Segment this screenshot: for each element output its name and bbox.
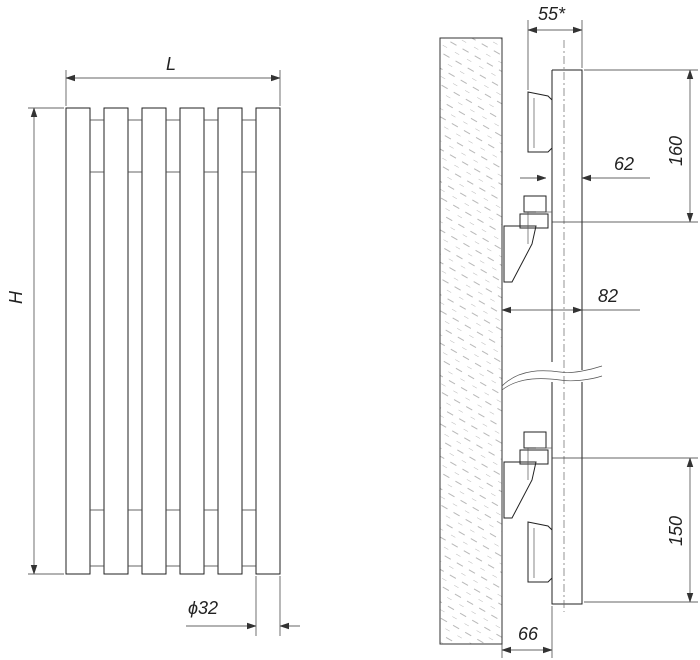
collector-bars: [65, 119, 277, 567]
height-dimension: H: [6, 108, 64, 574]
bottom-depth-dimension: 66: [502, 606, 552, 658]
bottom-depth-label: 66: [518, 624, 539, 644]
top-wall-bracket: [503, 195, 552, 283]
top-spacing-dimension: 160: [552, 70, 698, 222]
bottom-spacing-dimension: 150: [552, 458, 698, 602]
bracket-offset-label: 55*: [538, 4, 566, 24]
side-view: 55* 160 62 82 150: [439, 4, 698, 658]
front-view: L H ϕ32: [6, 54, 300, 636]
tube-3: [141, 107, 167, 575]
tube-6: [255, 107, 281, 575]
width-label: L: [166, 54, 176, 74]
vertical-tubes: [65, 107, 281, 575]
top-hook-bracket: [527, 91, 553, 153]
bottom-hook-bracket: [527, 521, 553, 583]
bottom-wall-bracket: [503, 431, 552, 519]
width-dimension: L: [66, 54, 280, 106]
height-label: H: [6, 290, 26, 304]
tube-1: [65, 107, 91, 575]
wall-clearance-label: 82: [598, 286, 618, 306]
top-spacing-label: 160: [666, 136, 686, 166]
bracket-depth-dimension: 62: [520, 154, 650, 178]
tube-4: [179, 107, 205, 575]
bracket-depth-label: 62: [614, 154, 634, 174]
tube-diameter-label: ϕ32: [188, 598, 218, 618]
tube-5: [217, 107, 243, 575]
tube-2: [103, 107, 129, 575]
wall-clearance-dimension: 82: [502, 286, 640, 310]
bottom-spacing-label: 150: [666, 516, 686, 546]
wall-section: [439, 37, 503, 645]
bracket-offset-dimension: 55*: [528, 4, 582, 90]
tube-diameter-dimension: ϕ32: [186, 576, 300, 636]
